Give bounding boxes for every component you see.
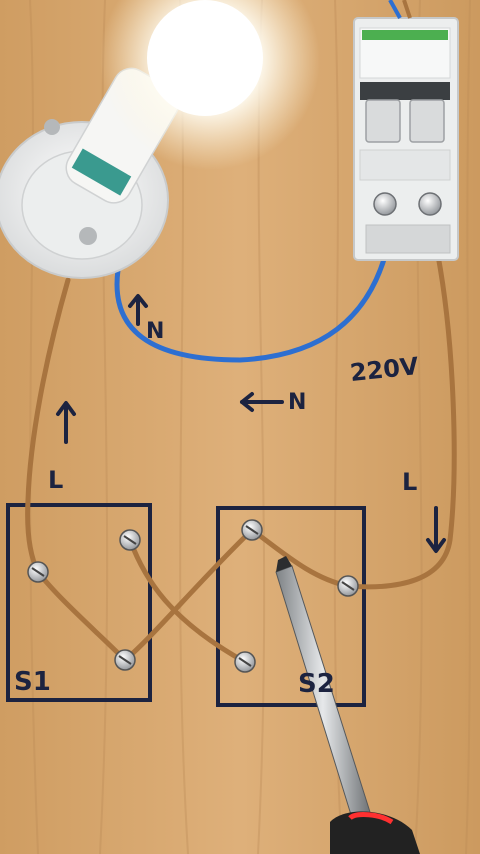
label-live-right: L bbox=[402, 468, 417, 496]
s1-common-to-traveller bbox=[35, 569, 128, 663]
arrow-neutral-left-up-icon bbox=[128, 294, 148, 326]
circuit-breaker bbox=[353, 0, 459, 261]
live-wire-breaker-to-s2 bbox=[345, 242, 457, 590]
label-live-left: L bbox=[48, 466, 63, 494]
switch-s1-box bbox=[6, 503, 152, 702]
copper-wires bbox=[25, 242, 457, 665]
terminal-screws bbox=[27, 519, 359, 673]
label-neutral-center: N bbox=[288, 390, 306, 415]
switch-s2-box bbox=[216, 506, 366, 707]
screwdriver bbox=[275, 556, 420, 854]
lamp-holder bbox=[0, 67, 180, 279]
arrow-live-left-up-icon bbox=[56, 401, 76, 444]
arrow-live-right-down-icon bbox=[426, 506, 446, 553]
s2-common-wire bbox=[249, 527, 351, 589]
label-neutral-left: N bbox=[146, 319, 164, 344]
label-switch-2: S2 bbox=[298, 669, 335, 699]
neutral-wire bbox=[114, 242, 391, 363]
live-wire-lamp-to-s1 bbox=[25, 277, 71, 575]
annotation-arrows bbox=[56, 294, 446, 553]
traveller-2 bbox=[122, 527, 255, 663]
traveller-1 bbox=[127, 537, 248, 665]
label-switch-1: S1 bbox=[14, 667, 51, 697]
lamp-bulb bbox=[100, 0, 320, 170]
arrow-neutral-center-left-icon bbox=[240, 392, 284, 412]
